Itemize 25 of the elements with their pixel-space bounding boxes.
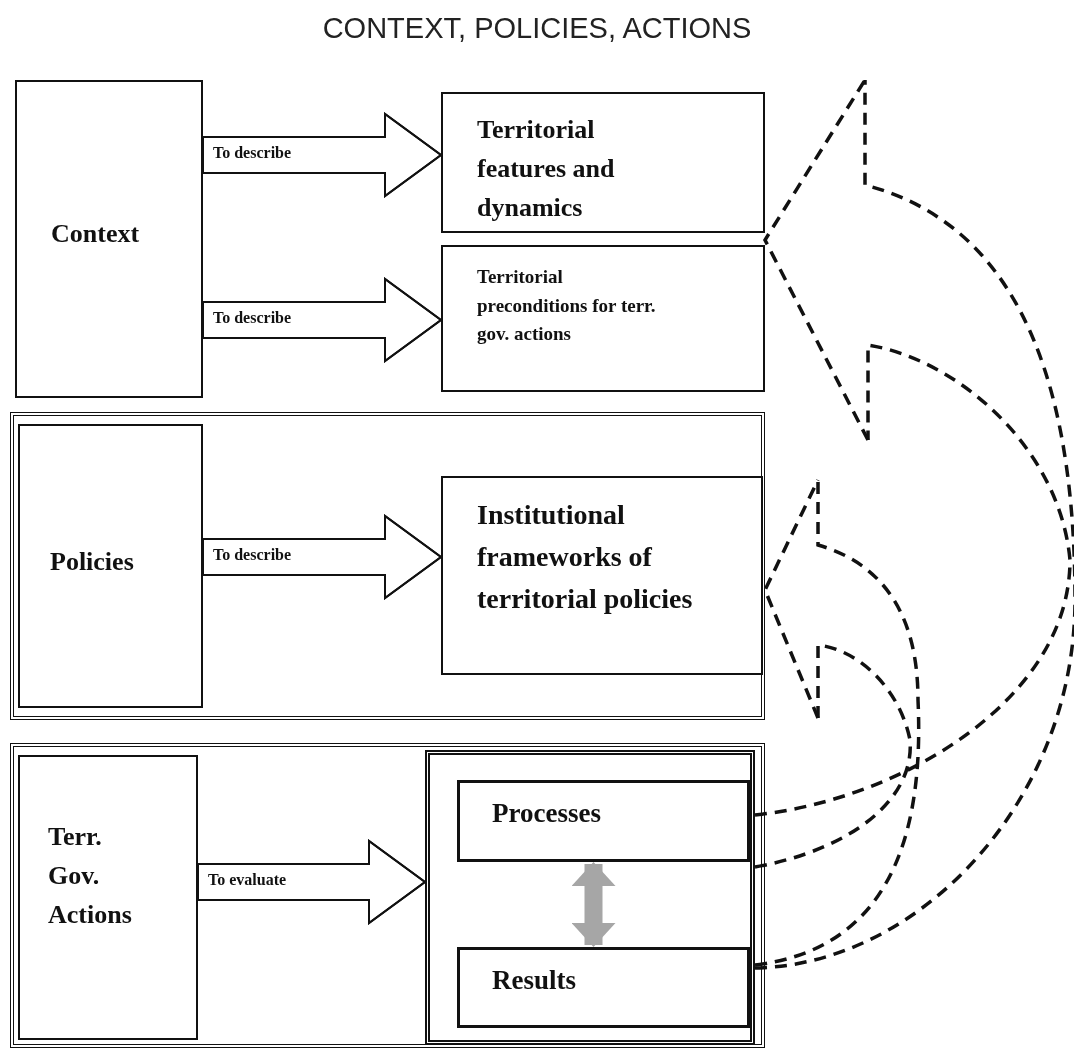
policies-box [18, 424, 203, 708]
node-label: Territorial features and dynamics [477, 114, 616, 224]
node-label: Terr. Gov. Actions [48, 821, 133, 931]
node-label: Processes [492, 797, 602, 830]
section-band [10, 743, 765, 1048]
result-box [457, 947, 750, 1028]
actions-box [18, 755, 198, 1040]
node-label: Policies [50, 546, 135, 578]
node-label: Context [51, 218, 141, 250]
diagram-title: CONTEXT, POLICIES, ACTIONS [321, 12, 753, 45]
description-box [441, 92, 765, 233]
node-label: Results [492, 964, 577, 997]
edge-label: To evaluate [208, 871, 287, 889]
process-box [457, 780, 750, 862]
evaluation-container [425, 750, 755, 1045]
description-box [441, 476, 763, 675]
edge-label: To describe [213, 144, 292, 162]
edge-label: To describe [213, 309, 292, 327]
edge-label: To describe [213, 546, 292, 564]
node-label: Territorial preconditions for terr. gov. actions [477, 265, 657, 346]
context-box [15, 80, 203, 398]
double-arrow [571, 862, 616, 947]
section-band [10, 412, 765, 720]
node-label: Institutional frameworks of territorial policies [477, 498, 694, 616]
description-box [441, 245, 765, 392]
